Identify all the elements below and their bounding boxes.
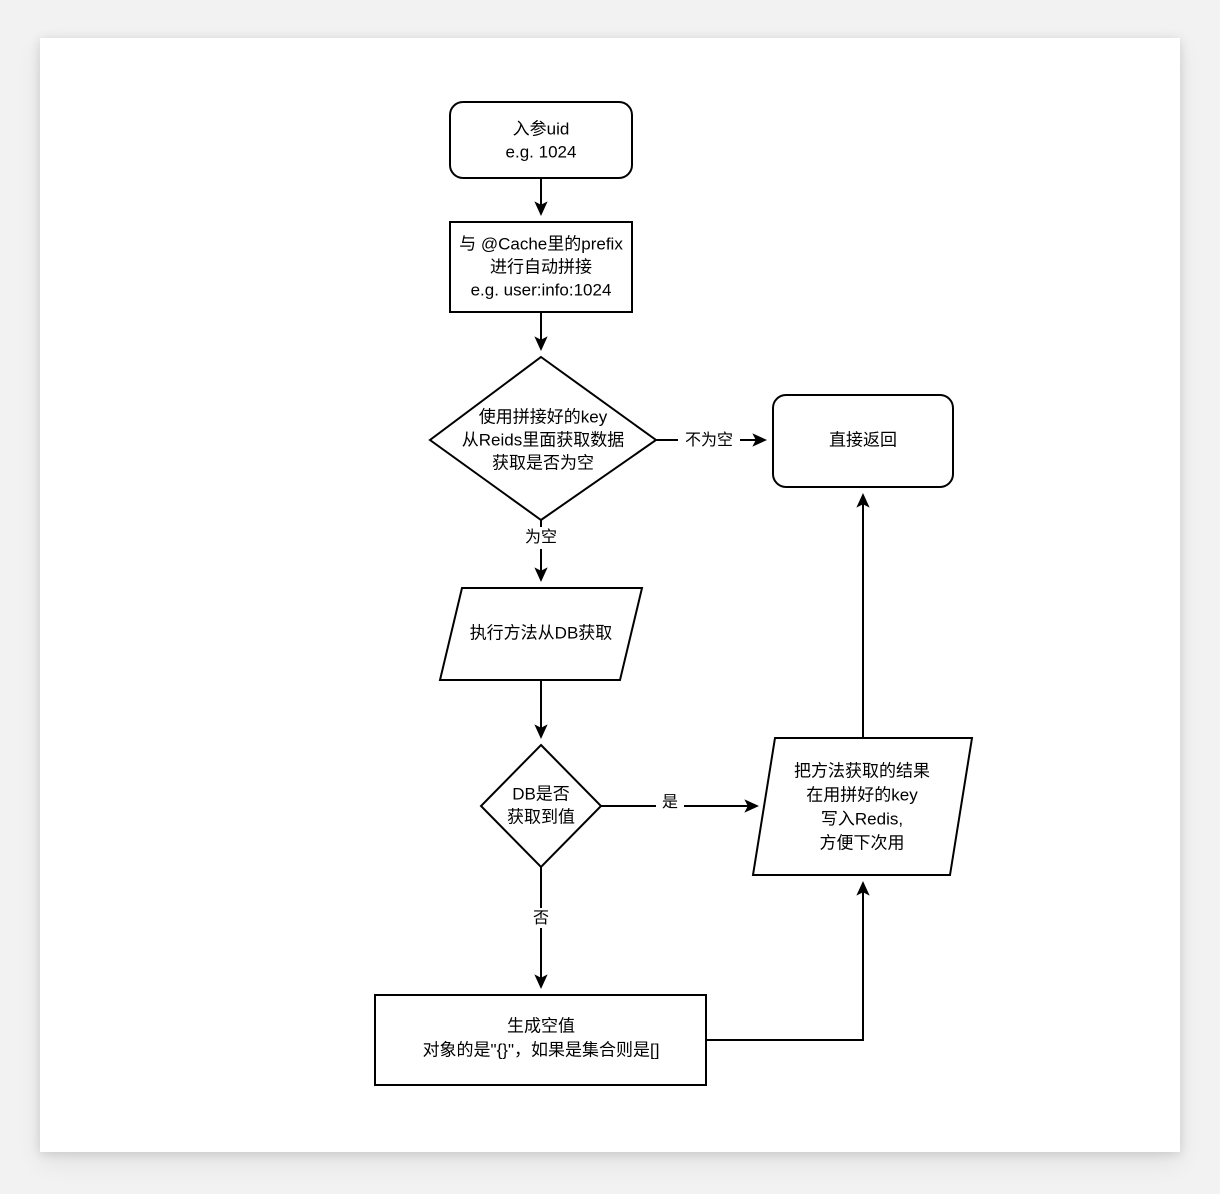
edge-redis-check-to-db-fetch: 为空 [518,520,564,582]
edge-redis-check-to-return-direct: 不为空 [656,429,767,451]
node-db-fetch-line-1: 执行方法从DB获取 [470,623,613,642]
edge-db-check-to-empty-value: 否 [527,867,555,989]
node-db-check-line-1: DB是否 [512,784,570,803]
edge-db-check-to-write-redis: 是 [601,792,759,813]
node-redis-check-line-2: 从Reids里面获取数据 [462,430,624,449]
node-start[interactable]: 入参uid e.g. 1024 [449,101,633,179]
node-write-redis-line-3: 写入Redis, [821,809,903,828]
node-concat[interactable]: 与 @Cache里的prefix 进行自动拼接 e.g. user:info:1… [449,221,633,313]
node-write-redis-line-1: 把方法获取的结果 [794,761,930,780]
node-write-redis-line-2: 在用拼好的key [806,785,918,804]
edge-empty-value-to-write-redis [706,881,870,1041]
edge-label-no: 否 [533,910,549,927]
node-concat-line-3: e.g. user:info:1024 [471,280,612,299]
node-empty-value-line-1: 生成空值 [507,1016,575,1035]
node-db-check-line-2: 获取到值 [507,807,575,826]
edge-label-empty: 为空 [525,528,557,546]
node-redis-check[interactable]: 使用拼接好的key 从Reids里面获取数据 获取是否为空 [428,355,658,522]
node-redis-check-line-1: 使用拼接好的key [479,406,608,426]
node-db-fetch[interactable]: 执行方法从DB获取 [438,587,644,681]
node-write-redis-line-4: 方便下次用 [820,833,905,852]
node-return-direct[interactable]: 直接返回 [772,394,954,488]
node-return-direct-line-1: 直接返回 [829,430,897,449]
edge-label-yes: 是 [662,794,678,811]
node-empty-value[interactable]: 生成空值 对象的是"{}"，如果是集合则是[] [374,994,707,1086]
node-empty-value-line-2: 对象的是"{}"，如果是集合则是[] [423,1040,660,1059]
node-redis-check-line-3: 获取是否为空 [492,453,594,472]
node-concat-line-1: 与 @Cache里的prefix [459,234,623,253]
node-db-check[interactable]: DB是否 获取到值 [479,743,603,869]
node-start-line-2: e.g. 1024 [506,142,577,161]
node-write-redis[interactable]: 把方法获取的结果 在用拼好的key 写入Redis, 方便下次用 [751,737,974,876]
edge-label-not-empty: 不为空 [685,431,733,449]
node-start-line-1: 入参uid [513,119,570,138]
node-concat-line-2: 进行自动拼接 [490,257,592,276]
